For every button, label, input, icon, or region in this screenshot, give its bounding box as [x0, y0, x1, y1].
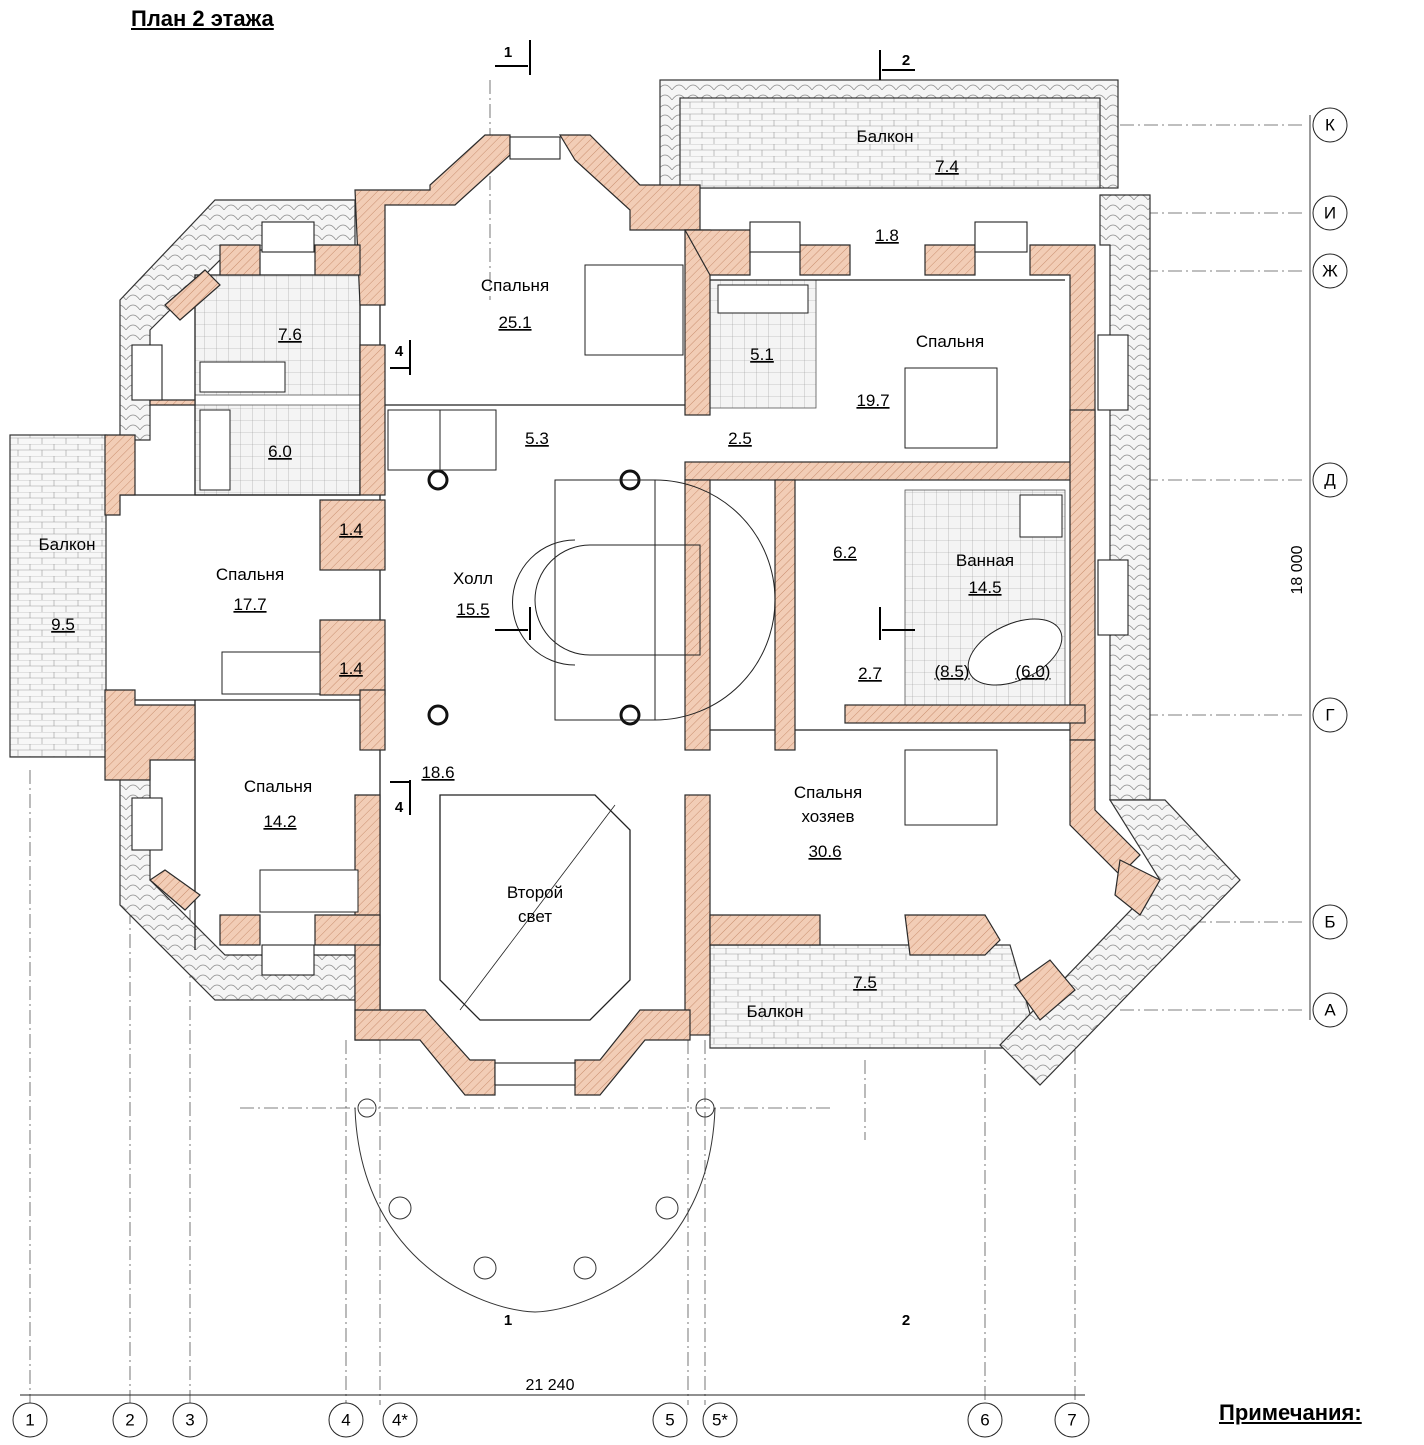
plan-title: План 2 этажа [131, 6, 274, 31]
section-markers [390, 40, 915, 815]
svg-text:4: 4 [341, 1411, 350, 1430]
small-area-labels: 7.6 6.0 5.1 1.8 5.3 2.5 6.2 1.4 1.4 2.7 … [268, 226, 1050, 782]
axis-bubble-4: 4 [328, 1402, 364, 1438]
section-1-bottom: 1 [504, 1312, 512, 1329]
svg-text:6: 6 [980, 1411, 989, 1430]
area-closet-1-4-bottom: 1.4 [339, 659, 363, 678]
axis-bubble-3: 3 [172, 1402, 208, 1438]
axis-bubble-Г: Г [1312, 697, 1348, 733]
room-area-bedroom-25: 25.1 [498, 313, 531, 332]
height-dimension: 18 000 [1289, 545, 1306, 594]
staircase [387, 409, 776, 721]
dimension-lines [20, 115, 1311, 1396]
area-bath-7-6: 7.6 [278, 325, 302, 344]
axis-bubble-К: К [1312, 107, 1348, 143]
room-area-balcony-bottom: 7.5 [853, 973, 877, 992]
axis-bubble-1: 1 [12, 1402, 48, 1438]
axis-bubble-5: 5 [652, 1402, 688, 1438]
room-area-bedroom-14: 14.2 [263, 812, 296, 831]
room-area-balcony-top: 7.4 [935, 157, 959, 176]
svg-text:Б: Б [1324, 913, 1335, 932]
room-area-bedroom-19: 19.7 [856, 391, 889, 410]
area-bath-part-8-5: (8.5) [935, 662, 970, 681]
room-area-balcony-left: 9.5 [51, 615, 75, 634]
letter-axes: К И Ж Д Г Б А [1312, 107, 1348, 1028]
room-name-bedroom-25: Спальня [481, 276, 549, 295]
area-bath-6-0: 6.0 [268, 442, 292, 461]
columns [427, 469, 641, 726]
svg-text:И: И [1324, 204, 1336, 223]
section-4-bottom: 4 [395, 799, 404, 816]
axis-bubble-А: А [1312, 992, 1348, 1028]
room-name-bedroom-19: Спальня [916, 332, 984, 351]
room-area-bathroom: 14.5 [968, 578, 1001, 597]
area-hall-18-6: 18.6 [421, 763, 454, 782]
area-bath-part-6-0: (6.0) [1016, 662, 1051, 681]
axis-bubble-2: 2 [112, 1402, 148, 1438]
area-corridor-2-7: 2.7 [858, 664, 882, 683]
svg-text:5: 5 [665, 1411, 674, 1430]
svg-text:3: 3 [185, 1411, 194, 1430]
room-name-hall: Холл [453, 569, 493, 588]
svg-text:Д: Д [1324, 471, 1336, 490]
axis-bubble-И: И [1312, 195, 1348, 231]
axis-bubble-4star: 4* [382, 1402, 418, 1438]
area-corridor-5-3: 5.3 [525, 429, 549, 448]
svg-text:1: 1 [25, 1411, 34, 1430]
svg-text:А: А [1324, 1001, 1336, 1020]
walls [104, 134, 1161, 1096]
section-1-top: 1 [504, 44, 512, 61]
axis-bubble-Ж: Ж [1312, 253, 1348, 289]
section-2-top: 2 [902, 52, 910, 69]
number-axes: 1 2 3 4 4* 5 5* 6 7 [12, 1402, 1090, 1438]
porch [354, 1098, 716, 1313]
room-name-bathroom: Ванная [956, 551, 1014, 570]
width-dimension: 21 240 [526, 1377, 575, 1394]
notes-heading: Примечания: [1219, 1400, 1362, 1425]
room-name-balcony-bottom: Балкон [746, 1002, 803, 1021]
furniture [199, 264, 1063, 913]
area-closet-6-2: 6.2 [833, 543, 857, 562]
axis-bubble-Б: Б [1312, 904, 1348, 940]
axis-lines [29, 80, 1305, 1405]
room-area-master-bedroom: 30.6 [808, 842, 841, 861]
room-area-bedroom-17: 17.7 [233, 595, 266, 614]
room-name-balcony-top: Балкон [856, 127, 913, 146]
room-labels: Спальня 25.1 Спальня 19.7 Спальня 17.7 С… [38, 127, 1014, 1021]
area-vestibule-1-8: 1.8 [875, 226, 899, 245]
svg-text:2: 2 [125, 1411, 134, 1430]
axis-bubble-7: 7 [1054, 1402, 1090, 1438]
svg-text:Ж: Ж [1322, 262, 1338, 281]
room-area-hall: 15.5 [456, 600, 489, 619]
axis-bubble-6: 6 [967, 1402, 1003, 1438]
area-closet-1-4-top: 1.4 [339, 520, 363, 539]
svg-text:Г: Г [1325, 706, 1334, 725]
area-bath-5-1: 5.1 [750, 345, 774, 364]
svg-text:5*: 5* [712, 1411, 728, 1430]
windows [131, 136, 1129, 1086]
balcony-shapes [9, 79, 1119, 1049]
axis-bubble-5star: 5* [702, 1402, 738, 1438]
svg-text:7: 7 [1067, 1411, 1076, 1430]
room-name-balcony-left: Балкон [38, 535, 95, 554]
svg-text:4*: 4* [392, 1411, 408, 1430]
room-name-bedroom-17: Спальня [216, 565, 284, 584]
axis-bubble-Д: Д [1312, 462, 1348, 498]
area-corridor-2-5: 2.5 [728, 429, 752, 448]
room-name-bedroom-14: Спальня [244, 777, 312, 796]
section-4-top: 4 [395, 343, 404, 360]
svg-text:К: К [1325, 116, 1335, 135]
section-2-bottom: 2 [902, 1312, 910, 1329]
